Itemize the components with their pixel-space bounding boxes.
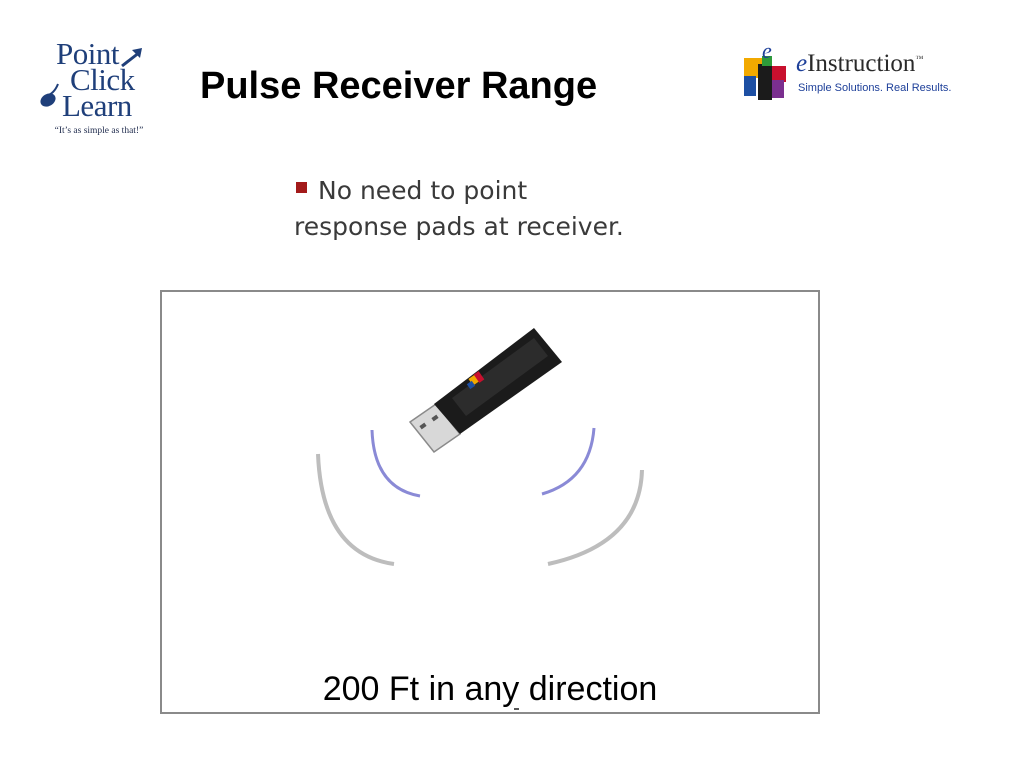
- bullet-point: No need to point response pads at receiv…: [294, 172, 694, 262]
- point-click-learn-logo: Point Click Learn “It’s as simple as tha…: [36, 36, 156, 146]
- arrow-icon: [121, 48, 142, 68]
- inner-wave-left: [370, 429, 421, 498]
- bullet-line-1: No need to point: [318, 176, 528, 205]
- logo-tagline: “It’s as simple as that!”: [54, 126, 144, 136]
- range-caption: 200 Ft in any direction: [322, 670, 658, 708]
- einstruction-name-rest: Instruction: [807, 50, 916, 77]
- mouse-icon: [40, 83, 59, 107]
- slide-title: Pulse Receiver Range: [200, 65, 598, 107]
- logo-word-learn: Learn: [62, 88, 132, 123]
- logo-word-click: Click: [70, 62, 135, 97]
- einstruction-name: eInstruction™: [796, 50, 923, 78]
- small-mark: [514, 708, 519, 710]
- outer-wave-left: [316, 453, 395, 566]
- bullet-marker: [296, 182, 307, 193]
- inner-wave-right: [541, 427, 596, 496]
- einstruction-mark-icon: e: [744, 40, 786, 100]
- einstruction-tagline: Simple Solutions. Real Results.: [798, 82, 952, 94]
- logo-graphics: [40, 48, 142, 107]
- trademark-symbol: ™: [915, 54, 924, 63]
- bullet-line-2: response pads at receiver.: [294, 212, 624, 241]
- outer-wave-right: [547, 469, 644, 566]
- einstruction-logo: e eInstruction™ Simple Solutions. Real R…: [742, 40, 982, 104]
- usb-receiver-icon: [408, 328, 562, 454]
- receiver-figure: 200 Ft in any direction: [160, 290, 820, 714]
- logo-word-point: Point: [56, 36, 119, 71]
- einstruction-e: e: [796, 50, 808, 77]
- einstruction-mark-letter: e: [762, 40, 772, 63]
- receiver-illustration: [316, 328, 644, 710]
